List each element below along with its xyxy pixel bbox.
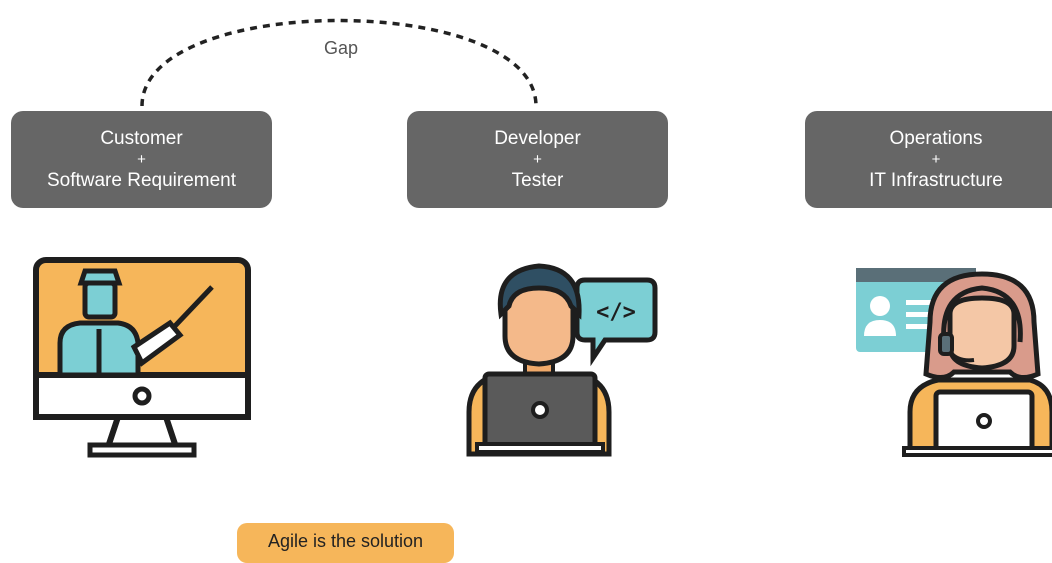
gap-arc xyxy=(140,18,538,107)
role-plus: + xyxy=(137,150,146,168)
operations-role-box: Operations + IT Infrastructure xyxy=(805,111,1052,208)
role-subtitle: Tester xyxy=(511,169,564,191)
role-title: Customer xyxy=(100,127,183,149)
support-agent-icon xyxy=(856,268,1052,457)
role-plus: + xyxy=(931,150,941,168)
agile-solution-badge: Agile is the solution xyxy=(237,523,454,563)
teacher-monitor-icon xyxy=(33,257,251,458)
role-subtitle: Software Requirement xyxy=(46,169,237,191)
role-title: Developer xyxy=(494,127,581,149)
role-title: Operations xyxy=(889,127,983,149)
gap-label: Gap xyxy=(324,38,359,58)
developer-role-box: Developer + Tester xyxy=(407,111,668,208)
role-subtitle: IT Infrastructure xyxy=(869,169,1003,191)
developer-laptop-icon: </> xyxy=(466,263,658,457)
role-plus: + xyxy=(533,150,542,168)
customer-role-box: Customer + Software Requirement xyxy=(11,111,272,208)
svg-text:</>: </> xyxy=(596,300,636,325)
